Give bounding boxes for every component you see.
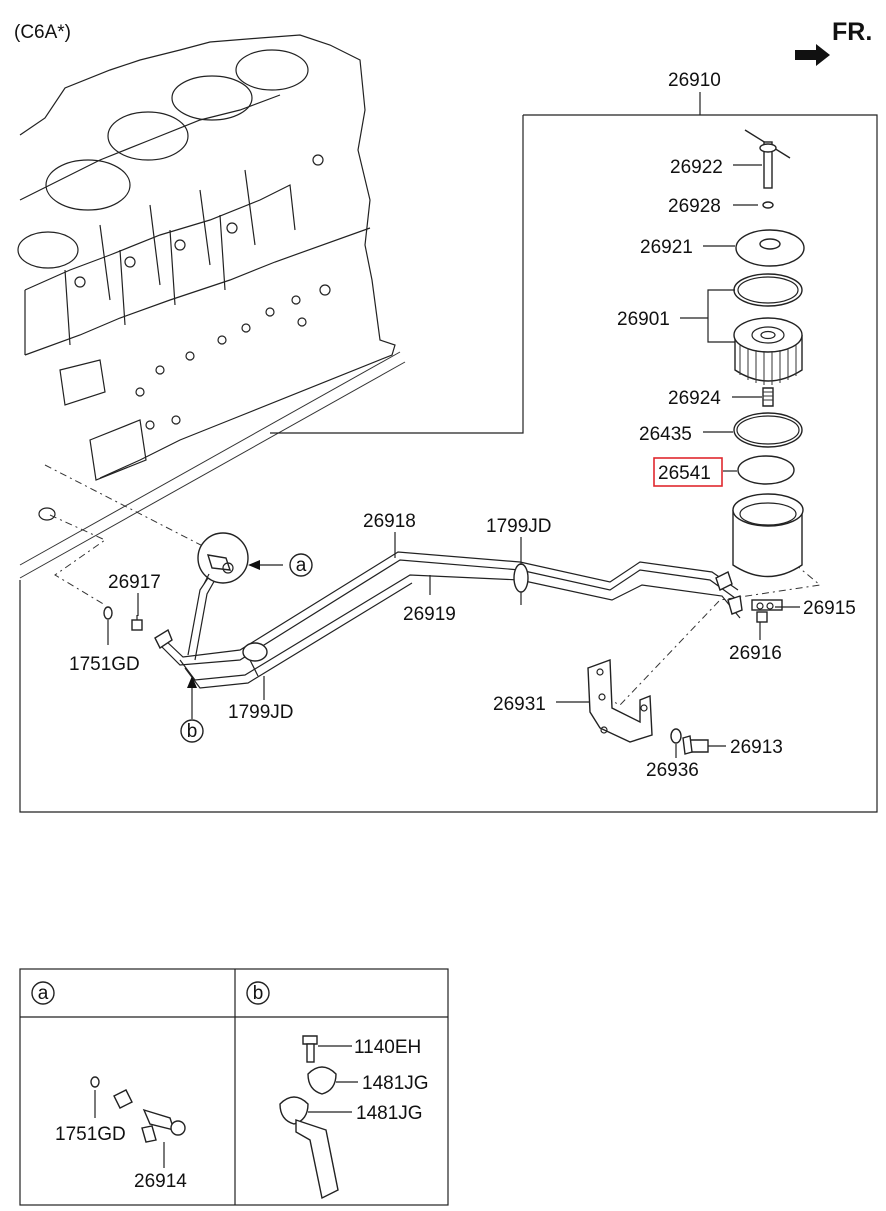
table-b-label-1481jg-2: 1481JG xyxy=(356,1103,423,1124)
part-label-26921: 26921 xyxy=(640,237,693,258)
callout-a xyxy=(289,553,313,577)
gasket-upper xyxy=(733,273,803,307)
assembly-frame-inner xyxy=(270,115,524,434)
part-label-1799jd-bottom: 1799JD xyxy=(228,702,294,723)
part-label-26913: 26913 xyxy=(730,737,783,758)
part-label-26917: 26917 xyxy=(108,572,161,593)
bolt-26917 xyxy=(131,615,143,631)
o-ring-large xyxy=(733,412,803,448)
housing-fittings xyxy=(751,599,783,623)
part-label-26924: 26924 xyxy=(668,388,721,409)
o-ring-small xyxy=(762,201,774,209)
part-label-1799jd-top: 1799JD xyxy=(486,516,552,537)
table-a-label-26914: 26914 xyxy=(134,1171,187,1192)
part-label-26901: 26901 xyxy=(617,309,670,330)
leader-lines xyxy=(107,164,800,758)
callout-b-label: b xyxy=(187,721,198,742)
part-label-26919: 26919 xyxy=(403,604,456,625)
clamp-top xyxy=(513,563,529,605)
table-col-a: a xyxy=(38,983,49,1004)
part-label-26918: 26918 xyxy=(363,511,416,532)
gasket-thin xyxy=(737,455,795,485)
table-b-label-1481jg-1: 1481JG xyxy=(362,1073,429,1094)
table-b-label-1140eh: 1140EH xyxy=(354,1037,421,1058)
callout-b xyxy=(180,719,204,743)
table-col-b: b xyxy=(253,983,264,1004)
washer-26936 xyxy=(670,728,682,744)
part-label-26928: 26928 xyxy=(668,196,721,217)
model-code: (C6A*) xyxy=(14,22,71,43)
engine-block xyxy=(17,34,406,579)
front-marker-label: FR. xyxy=(832,18,872,46)
washer-1751gd xyxy=(103,606,113,620)
front-arrow-icon xyxy=(795,44,830,66)
part-label-26922: 26922 xyxy=(670,157,723,178)
guide-line xyxy=(589,559,822,706)
part-label-1751gd: 1751GD xyxy=(69,654,140,675)
highlight-box xyxy=(653,457,723,487)
detail-a-circle xyxy=(197,532,249,585)
bracket xyxy=(587,659,653,743)
filter-stack xyxy=(732,129,805,578)
part-label-26435: 26435 xyxy=(639,424,692,445)
spring xyxy=(762,387,774,407)
assembly-frame xyxy=(19,114,878,813)
filter-housing xyxy=(732,510,803,578)
guide-line xyxy=(49,514,107,606)
bolt-26913 xyxy=(682,735,709,755)
part-label-26931: 26931 xyxy=(493,694,546,715)
part-label-26915: 26915 xyxy=(803,598,856,619)
clamp-bottom xyxy=(242,642,268,677)
guide-line xyxy=(44,464,231,561)
assembly-label: 26910 xyxy=(668,70,721,91)
part-label-26936: 26936 xyxy=(646,760,699,781)
part-label-26916: 26916 xyxy=(729,643,782,664)
table-a-label-1751gd: 1751GD xyxy=(55,1124,126,1145)
callout-a-label: a xyxy=(296,555,307,576)
detail-table: a b 1751GD 26914 1140EH 1481JG 1481JG xyxy=(19,968,449,1206)
part-label-26541: 26541 xyxy=(658,463,711,484)
